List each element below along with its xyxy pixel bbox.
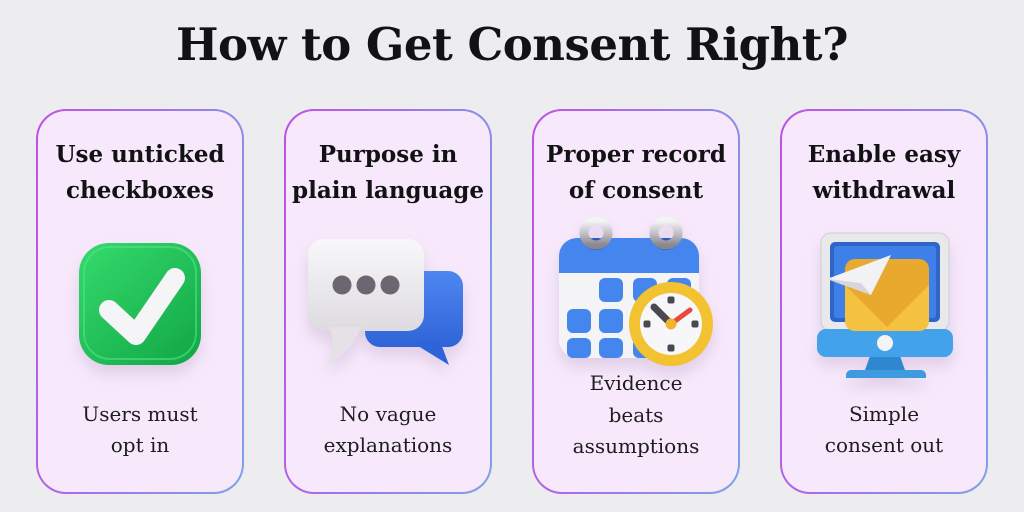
card-title-line: Proper record [546,141,726,168]
card-title-line: plain language [292,176,484,204]
card-title-line: withdrawal [812,176,956,204]
card-title-line: Use unticked [55,141,225,168]
card-caption: Simple consent out [825,399,943,462]
card-caption-line: Users must [82,401,198,426]
chat-bubbles-icon [302,208,474,399]
card-caption-line: consent out [824,433,944,458]
card-title-line: Enable easy [807,141,961,168]
card-caption-line: No vague [339,401,437,426]
card-caption-line: Evidence [589,371,683,396]
card-caption-line: assumptions [572,434,700,459]
card-caption-line: opt in [110,433,170,458]
card-caption-line: Simple [848,401,920,426]
card-title: Use unticked checkboxes [55,137,224,208]
card-caption-line: explanations [323,433,453,458]
card-title: Proper record of consent [546,137,726,208]
card-title: Purpose in plain language [292,137,484,208]
card-caption-line: beats [608,402,664,427]
card-title-line: Purpose in [318,141,458,168]
card-title-line: of consent [568,176,704,204]
card-purpose-plain-language: Purpose in plain language [284,109,492,494]
calendar-clock-icon [551,208,721,368]
cards-row: Use unticked checkboxes Users must opt i… [0,109,1024,494]
card-caption: Users must opt in [82,399,197,462]
card-caption: Evidence beats assumptions [573,368,700,463]
card-enable-easy-withdrawal: Enable easy withdrawal Simple consent ou… [780,109,988,494]
card-title: Enable easy withdrawal [808,137,960,208]
card-use-unticked-checkboxes: Use unticked checkboxes Users must opt i… [36,109,244,494]
page-title: How to Get Consent Right? [176,18,848,71]
card-caption: No vague explanations [324,399,453,462]
card-title-line: checkboxes [65,176,214,204]
card-proper-record-of-consent: Proper record of consent [532,109,740,494]
checkbox-checked-icon [74,208,206,399]
monitor-email-icon [805,208,963,399]
